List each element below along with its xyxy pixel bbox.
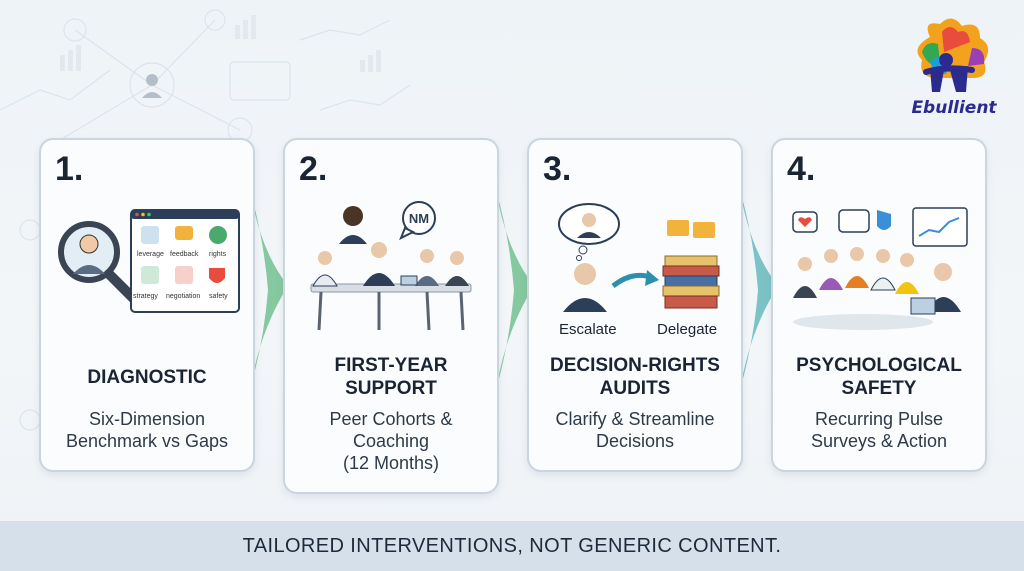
diagnostic-illustration: leverage feedback rights strategy negoti… <box>58 209 240 313</box>
escalate-label: Escalate <box>559 321 617 338</box>
card-title: FIRST-YEAR SUPPORT <box>285 354 497 400</box>
card-desc-line: Surveys & Action <box>810 431 948 451</box>
card-first-year-support: 2. NM FIRST-YEAR SUPPORT Peer Cohorts & … <box>283 138 499 494</box>
escalate-delegate-illustration: Escalate Delegate <box>558 203 720 338</box>
chevron-arrow-1 <box>250 190 288 390</box>
step-number: 1. <box>55 150 84 188</box>
card-title-line: FIRST-YEAR <box>334 355 448 376</box>
step-number: 3. <box>543 150 572 188</box>
dashboard-label-negotiation: negotiation <box>166 293 200 300</box>
card-desc-line: Peer Cohorts & <box>329 409 453 429</box>
card-title: DECISION-RIGHTS AUDITS <box>529 354 741 400</box>
card-description: Recurring Pulse Surveys & Action <box>773 408 985 452</box>
document-stack-icon <box>662 255 720 309</box>
card-desc-line: Benchmark vs Gaps <box>65 431 229 451</box>
card-description: Clarify & Streamline Decisions <box>529 408 741 452</box>
chevron-arrow-3 <box>740 190 778 390</box>
card-desc-line: (12 Months) <box>342 453 440 473</box>
card-title: PSYCHOLOGICAL SAFETY <box>773 354 985 400</box>
meeting-illustration: NM <box>310 201 472 331</box>
shield-icon <box>877 210 891 230</box>
card-diagnostic: 1. leverage feedback rights strategy neg… <box>39 138 255 472</box>
card-title-line: SAFETY <box>841 378 917 399</box>
card-desc-line: Coaching <box>352 431 430 451</box>
heart-icon <box>798 217 812 227</box>
folder-icon <box>667 220 715 238</box>
ebullient-logo <box>917 18 989 92</box>
dashboard-label-strategy: strategy <box>133 293 158 300</box>
card-title-line: AUDITS <box>599 378 671 399</box>
team-pulse-illustration <box>792 207 968 330</box>
speech-badge: NM <box>409 211 429 226</box>
delegate-label: Delegate <box>657 321 717 338</box>
card-title-line: PSYCHOLOGICAL <box>796 355 962 376</box>
card-desc-line: Recurring Pulse <box>814 409 944 429</box>
dashboard-label-rights: rights <box>209 251 227 258</box>
card-title-line: DIAGNOSTIC <box>87 367 207 388</box>
step-number: 2. <box>299 150 328 188</box>
card-psychological-safety: 4. PSYCHOLOGICAL SAFETY Recurring Pulse … <box>771 138 987 472</box>
card-description: Six-Dimension Benchmark vs Gaps <box>41 408 253 452</box>
dashboard-label-leverage: leverage <box>137 251 164 258</box>
card-title-line: SUPPORT <box>345 378 437 399</box>
magnifier-icon <box>58 221 146 311</box>
step-number: 4. <box>787 150 816 188</box>
card-desc-line: Clarify & Streamline <box>555 409 715 429</box>
dashboard-label-safety: safety <box>209 293 228 300</box>
dashboard-label-feedback: feedback <box>170 251 199 258</box>
card-title-line: DECISION-RIGHTS <box>550 355 720 376</box>
brand-name: Ebullient <box>911 98 997 118</box>
card-description: Peer Cohorts & Coaching (12 Months) <box>285 408 497 474</box>
card-decision-rights-audits: 3. Escalate Delegate DECISION-RIGHTS AUD… <box>527 138 743 472</box>
footer-tagline: TAILORED INTERVENTIONS, NOT GENERIC CONT… <box>0 521 1024 571</box>
card-desc-line: Decisions <box>595 431 675 451</box>
card-title: DIAGNOSTIC <box>41 366 253 389</box>
dashboard-window <box>130 209 240 313</box>
card-desc-line: Six-Dimension <box>88 409 206 429</box>
chevron-arrow-2 <box>496 190 534 390</box>
